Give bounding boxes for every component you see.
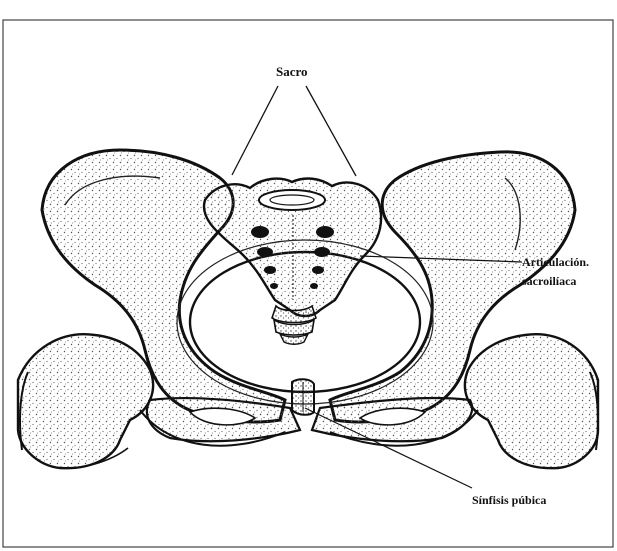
pubic-symphysis bbox=[292, 379, 314, 415]
label-pubic-symphysis: Sínfisis púbica bbox=[472, 492, 546, 508]
leader-sacro-left bbox=[232, 86, 278, 175]
label-sacro: Sacro bbox=[276, 64, 308, 80]
label-sacroiliac-line1: Articulación. bbox=[522, 254, 589, 270]
leader-sacro-right bbox=[306, 86, 356, 176]
label-sacroiliac-line2: sacroilíaca bbox=[522, 273, 576, 289]
left-femur bbox=[18, 334, 153, 468]
right-femur bbox=[465, 334, 598, 468]
